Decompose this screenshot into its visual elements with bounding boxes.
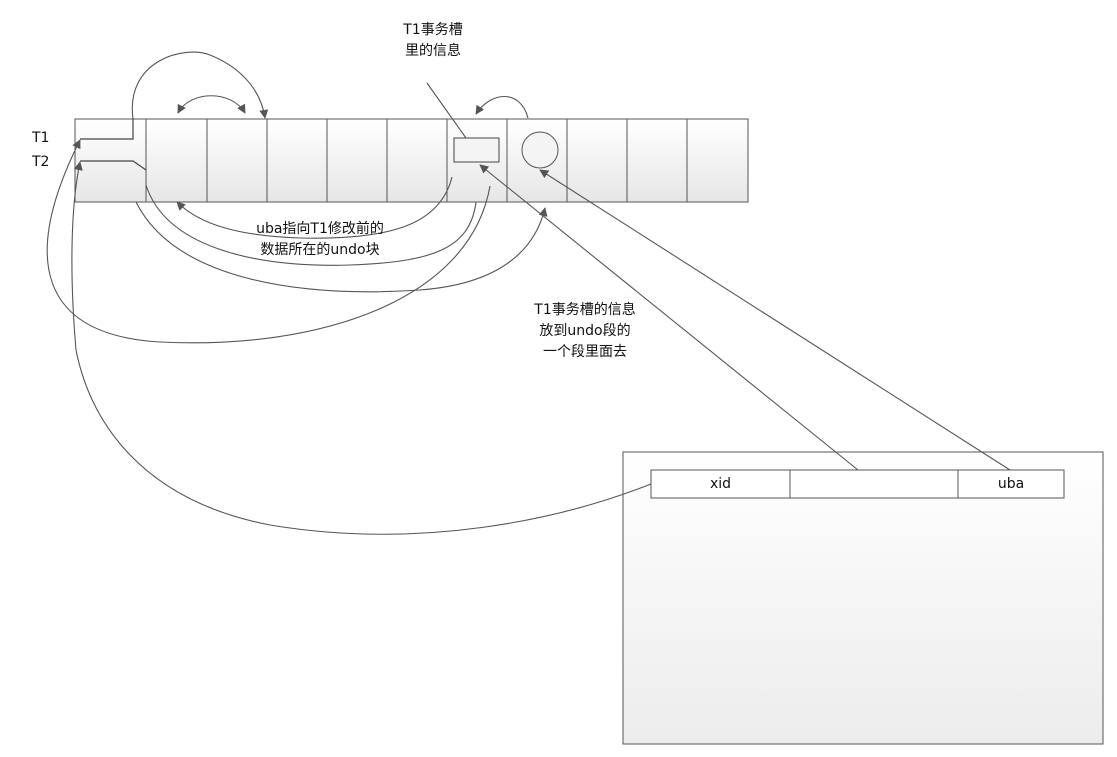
circle-to-slot-arrow	[475, 95, 529, 119]
slot-info-line-2: 里的信息	[405, 43, 461, 59]
uba-note-label: uba指向T1修改前的 数据所在的undo块	[230, 219, 410, 261]
t1-slot-line	[80, 119, 134, 140]
move-note-line-2: 放到undo段的	[539, 323, 631, 339]
move-note-line-3: 一个段里面去	[543, 344, 627, 360]
t2-slot-line	[80, 160, 147, 171]
slot-info-callout	[426, 82, 467, 139]
undo-field-xid: xid	[709, 476, 732, 492]
move-note-line-1: T1事务槽的信息	[534, 302, 636, 318]
arrows	[46, 51, 1011, 535]
uba-target-circle	[521, 131, 559, 169]
slot-info-label: T1事务槽 里的信息	[378, 20, 488, 62]
data-block-strip	[74, 118, 749, 203]
strip-dividers	[145, 119, 688, 202]
undo-field-empty	[790, 470, 958, 498]
t2-label: T2	[32, 154, 50, 170]
uba-to-circle-line	[539, 169, 1011, 471]
slot-info-line-1: T1事务槽	[403, 22, 463, 38]
uba-pointer-arrow	[176, 176, 453, 239]
undo-field-uba: uba	[997, 476, 1025, 492]
undo-box-border	[622, 451, 1104, 745]
transaction-slot-box	[453, 137, 500, 163]
undo-segment-box	[622, 451, 1104, 745]
t1-big-arc	[46, 139, 491, 344]
uba-note-line-1: uba指向T1修改前的	[256, 221, 384, 237]
cell-swap-arrow	[177, 95, 246, 114]
uba-note-line-2: 数据所在的undo块	[260, 242, 380, 258]
header-long-arc	[135, 201, 548, 293]
t2-loop-arrow	[145, 184, 477, 266]
t1-label: T1	[32, 130, 50, 146]
header-loop-arrow	[131, 51, 269, 120]
xid-to-t2-arrow	[71, 161, 652, 535]
strip-border	[74, 118, 749, 203]
move-note-label: T1事务槽的信息 放到undo段的 一个段里面去	[510, 300, 660, 363]
slot-to-undo-line	[479, 164, 859, 471]
